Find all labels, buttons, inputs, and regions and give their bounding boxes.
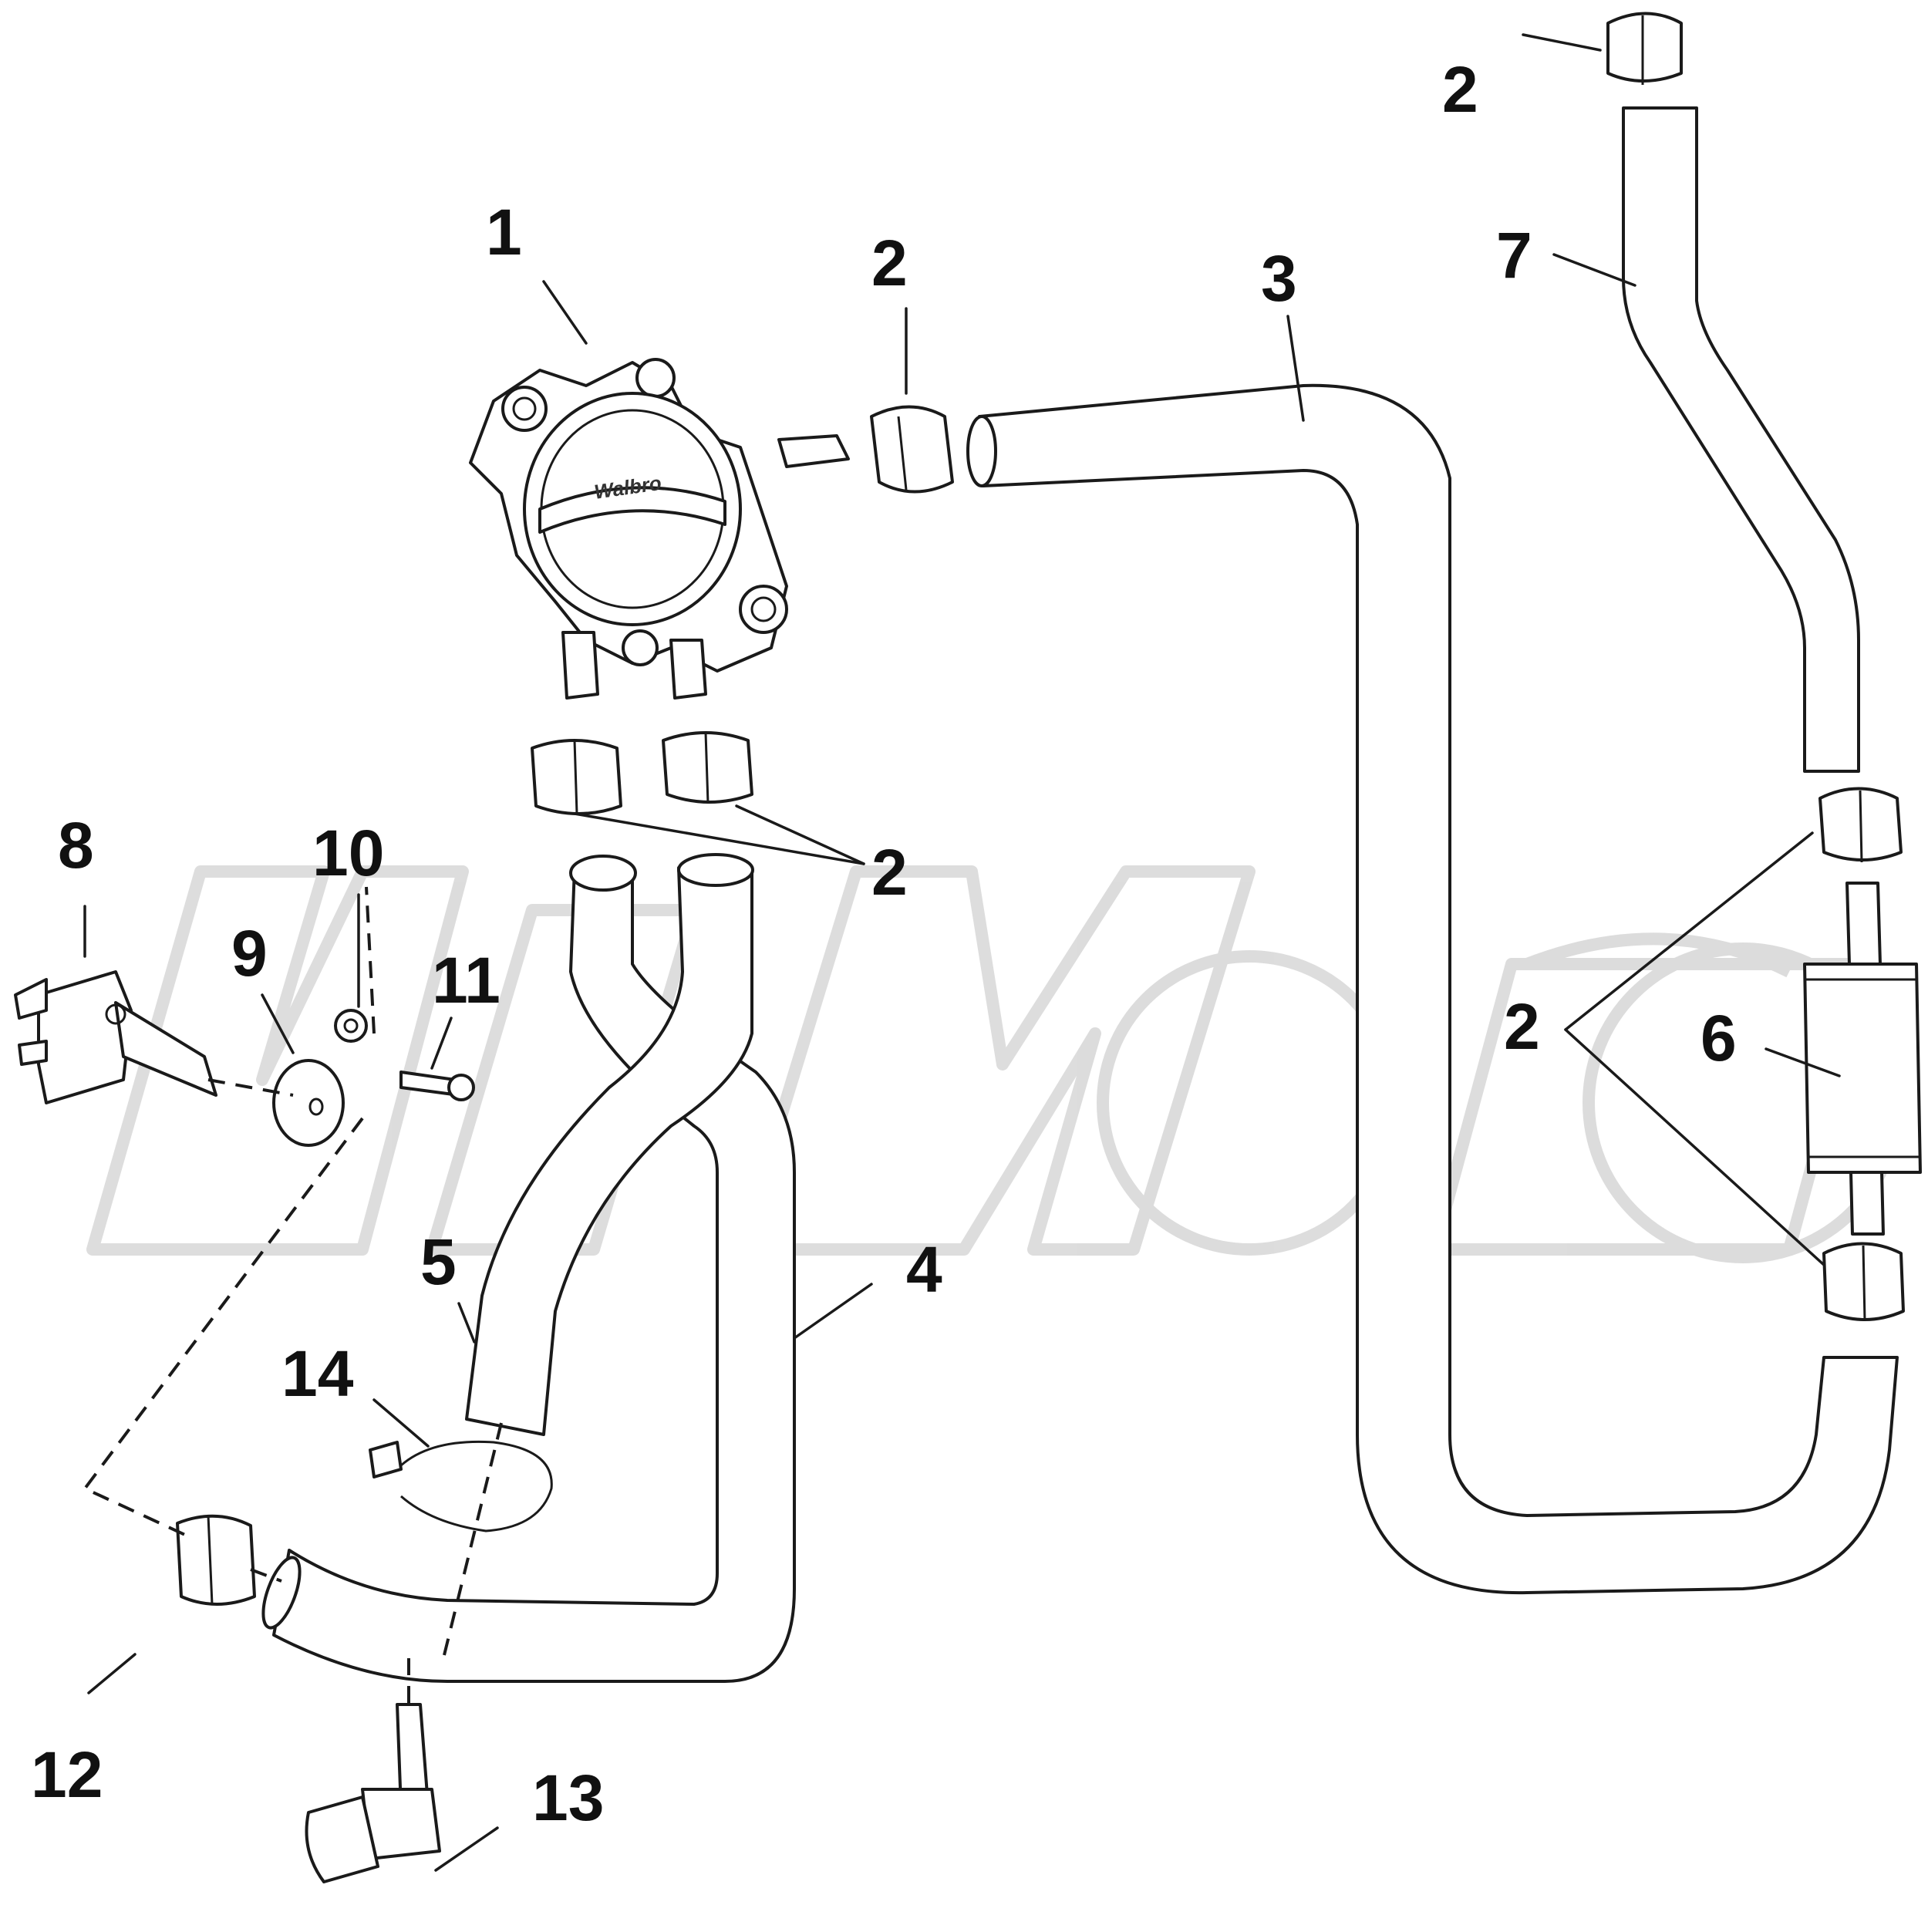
callout-2-right: 2 [1504, 990, 1540, 1063]
callout-10: 10 [312, 817, 384, 889]
hose-clamp-filter-bottom [1822, 1242, 1905, 1321]
callout-12: 12 [31, 1738, 103, 1811]
callout-2-pump: 2 [871, 227, 908, 299]
cable-tie [369, 1440, 553, 1532]
callout-3: 3 [1261, 242, 1297, 315]
watermark-graphic [86, 865, 1903, 1263]
callout-2-lower: 2 [871, 836, 908, 909]
callout-1: 1 [486, 196, 522, 268]
callout-14: 14 [281, 1337, 354, 1410]
leader-lines [83, 33, 1841, 1872]
callout-labels: 1 2 2 3 7 2 2 6 8 9 10 11 5 4 14 12 13 [31, 53, 1737, 1834]
callout-13: 13 [532, 1762, 604, 1834]
assembly-lines [82, 886, 503, 1704]
callout-9: 9 [231, 917, 268, 990]
callout-11: 11 [432, 944, 501, 1017]
callout-6: 6 [1700, 1002, 1737, 1074]
fuel-hose-part-7 [1622, 106, 1860, 773]
screw [399, 1071, 475, 1101]
hose-clamp-pump-bottom-left [531, 739, 622, 815]
fuel-hose-part-3 [966, 383, 1899, 1595]
hose-clamp-part-12 [176, 1514, 256, 1606]
rubber-grommet [272, 1059, 345, 1147]
callout-5: 5 [420, 1226, 457, 1298]
hose-clamp-filter-top [1818, 787, 1903, 863]
callout-7: 7 [1496, 219, 1532, 292]
fuel-solenoid-valve [14, 970, 217, 1104]
callout-4: 4 [906, 1233, 942, 1306]
inline-fuel-filter [1803, 882, 1922, 1236]
callout-8: 8 [58, 809, 94, 882]
fuel-pump: Walbro [469, 358, 850, 700]
hose-clamp-pump-bottom-right [662, 731, 753, 804]
elbow-fitting [305, 1703, 441, 1883]
hose-clamp-pump-outlet [870, 405, 954, 494]
fuel-hose-part-5 [465, 853, 754, 1436]
callout-2-top: 2 [1442, 53, 1478, 126]
hose-clamp-top-right [1606, 12, 1683, 85]
washer [334, 1009, 368, 1043]
